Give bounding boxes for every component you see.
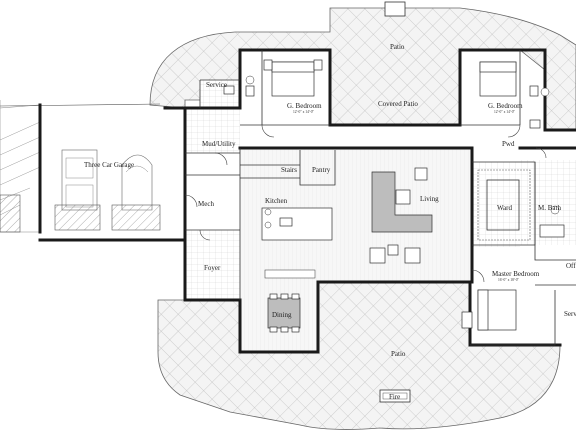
label-pantry: Pantry [312,166,331,174]
label-mud-utility: Mud/Utility [202,140,236,148]
label-g-bedroom-left-dim: 12'-0" x 14'-0" [293,110,315,114]
label-off: Off [566,262,576,270]
label-mech: Mech [198,200,214,208]
living-furniture [369,167,433,264]
master-bedroom-furniture [461,289,517,331]
label-dining: Dining [272,311,292,319]
label-g-bedroom-right: G. Bedroom [488,102,523,110]
label-pwd: Pwd [502,140,515,148]
bathroom-fixtures [223,75,565,238]
label-master-bedroom-dim: 16'-0" x 18'-0" [498,278,520,282]
label-g-bedroom-right-dim: 12'-0" x 14'-0" [494,110,516,114]
label-m-bath: M. Bath [538,204,561,212]
bedroom-left-furniture [245,59,323,97]
label-g-bedroom-left: G. Bedroom [287,102,322,110]
label-serv: Serv [564,310,576,318]
label-patio-bottom: Patio [391,350,406,358]
label-kitchen: Kitchen [265,197,288,205]
doors [184,124,547,283]
ward-closet [477,169,531,241]
garage-vehicles [0,149,161,233]
label-fire: Fire [389,393,400,401]
label-covered-patio: Covered Patio [378,100,418,108]
dining-table [267,293,301,333]
label-patio-top: Patio [390,43,405,51]
bedroom-right-furniture [479,61,539,97]
label-stairs: Stairs [281,166,297,174]
kitchen-island [261,207,333,279]
label-living: Living [420,195,439,203]
label-ward: Ward [497,204,512,212]
fireplace-outdoor [379,1,411,403]
room-labels: Service G. Bedroom 12'-0" x 14'-0" G. Be… [84,43,576,401]
label-three-car-garage: Three Car Garage [84,161,134,169]
interior-walls [185,50,576,346]
label-foyer: Foyer [204,264,221,272]
label-master-bedroom: Master Bedroom [492,270,540,278]
label-service: Service [206,81,227,89]
